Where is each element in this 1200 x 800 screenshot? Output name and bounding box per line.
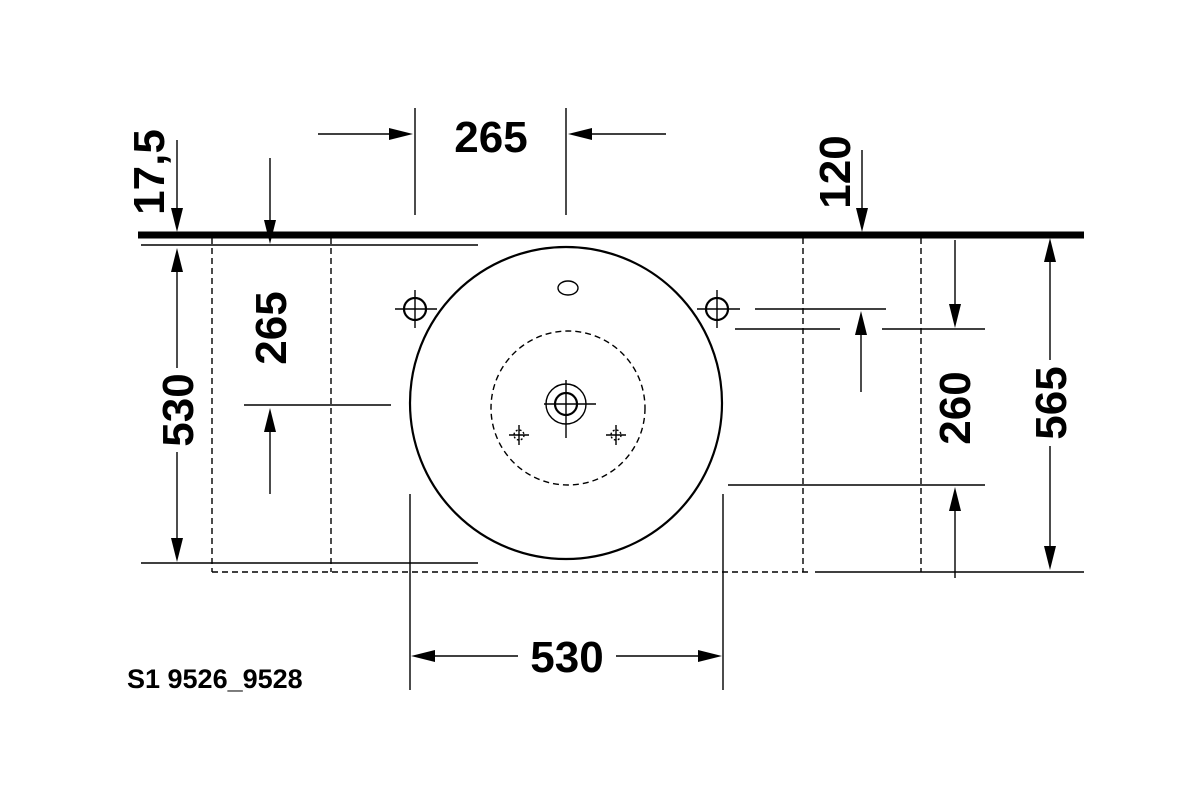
dim-tap-depth-label: 265 xyxy=(247,291,296,364)
dim-right-offset-label: 120 xyxy=(811,135,860,208)
dim-tap-spacing-label: 265 xyxy=(454,113,527,162)
extension-lines xyxy=(141,108,1084,690)
dim-total-depth-label: 565 xyxy=(1027,366,1076,439)
dim-depth-left-label: 530 xyxy=(154,373,203,446)
dim-bowl-width-label: 530 xyxy=(530,633,603,682)
dim-top-offset-label: 17,5 xyxy=(125,129,174,215)
cabinet-outline xyxy=(211,238,922,573)
tap-hole-right-icon xyxy=(697,290,740,328)
fixing-point-left-icon xyxy=(509,425,529,445)
drain-icon xyxy=(544,380,596,438)
dimension-lines xyxy=(171,128,1056,662)
fixing-point-right-icon xyxy=(606,425,626,445)
dim-depth-right-label: 260 xyxy=(931,371,980,444)
drawing-code: S1 9526_9528 xyxy=(127,664,303,694)
tap-hole-left-icon xyxy=(395,290,437,328)
basin xyxy=(408,245,724,561)
